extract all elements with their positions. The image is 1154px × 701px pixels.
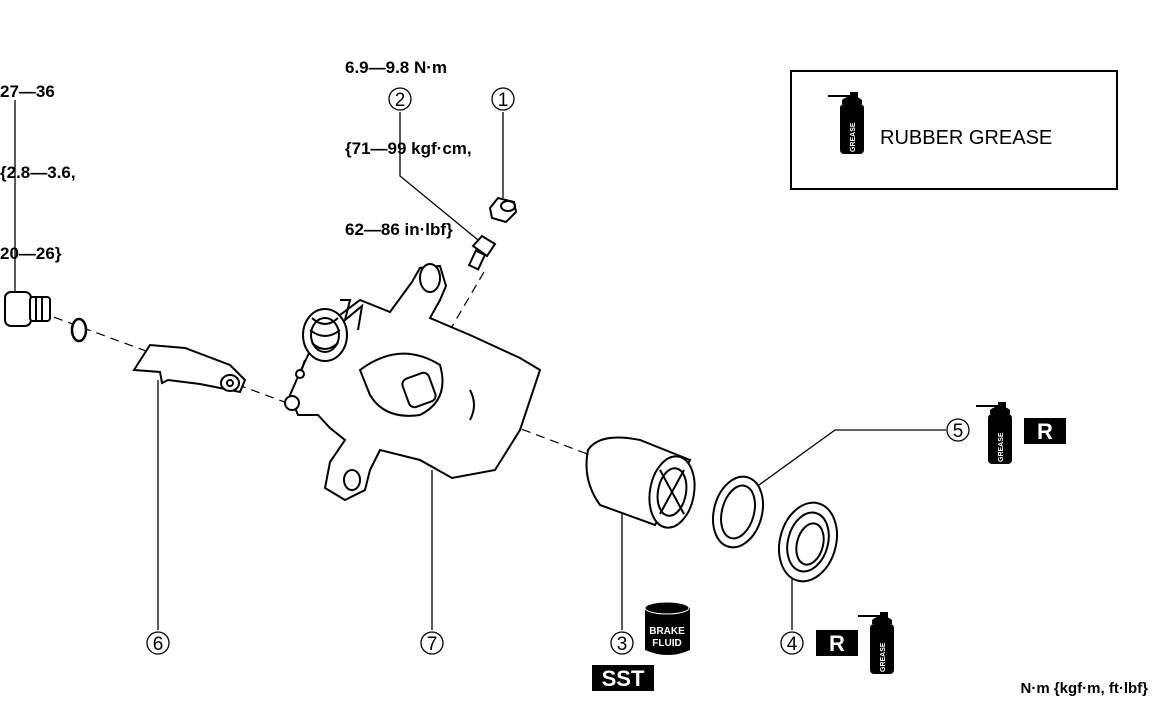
pin-bracket (132, 343, 247, 394)
torque-spec-bleeder: 6.9—9.8 N·m {71—99 kgf·cm, 62—86 in·lbf} (345, 0, 472, 270)
svg-text:SST: SST (602, 666, 645, 691)
unit-note: N·m {kgf·m, ft·lbf} (1020, 680, 1149, 697)
callout-4: 4 (780, 631, 804, 655)
svg-text:2: 2 (395, 90, 406, 111)
washer (70, 317, 88, 343)
svg-text:7: 7 (427, 634, 438, 655)
torque-line: 62—86 in·lbf} (345, 220, 453, 239)
brake-fluid-icon: BRAKE FLUID (644, 601, 690, 655)
svg-text:R: R (829, 631, 845, 656)
grease-can-label: GREASE (998, 432, 1005, 462)
piston-seal (778, 501, 838, 583)
callout-2: 2 (388, 87, 412, 111)
brake-fluid-text-1: BRAKE (649, 626, 685, 637)
caliper-bolt (4, 100, 51, 327)
grease-can-icon: GREASE (857, 611, 895, 675)
torque-line: {2.8—3.6, (0, 163, 76, 182)
grease-can-icon: GREASE (975, 401, 1013, 465)
bleeder-screw (467, 234, 497, 271)
torque-line: 27—36 (0, 82, 55, 101)
callout-3: 3 (610, 631, 634, 655)
dust-seal (712, 475, 764, 549)
svg-text:3: 3 (617, 634, 628, 655)
brake-fluid-text-2: FLUID (652, 638, 681, 649)
grease-can-label: GREASE (850, 122, 857, 152)
replace-badge: R (1024, 418, 1066, 444)
torque-line: {71—99 kgf·cm, (345, 139, 472, 158)
svg-text:4: 4 (787, 634, 798, 655)
callout-1: 1 (491, 87, 515, 111)
grease-can-icon: GREASE (827, 91, 865, 155)
svg-text:1: 1 (498, 90, 509, 111)
svg-text:5: 5 (953, 421, 964, 442)
caliper-body (284, 263, 542, 502)
replace-badge: R (816, 630, 858, 656)
svg-text:R: R (1037, 419, 1053, 444)
callout-7: 7 (420, 631, 444, 655)
callout-6: 6 (146, 631, 170, 655)
grease-can-label: GREASE (880, 642, 887, 672)
sst-badge: SST (592, 665, 654, 691)
legend-box (790, 70, 1118, 190)
svg-text:6: 6 (153, 634, 164, 655)
callout-5: 5 (946, 418, 970, 442)
legend-label: RUBBER GREASE (880, 127, 1053, 149)
torque-line: 6.9—9.8 N·m (345, 58, 448, 77)
bleeder-cap (488, 196, 518, 224)
piston (585, 436, 696, 529)
